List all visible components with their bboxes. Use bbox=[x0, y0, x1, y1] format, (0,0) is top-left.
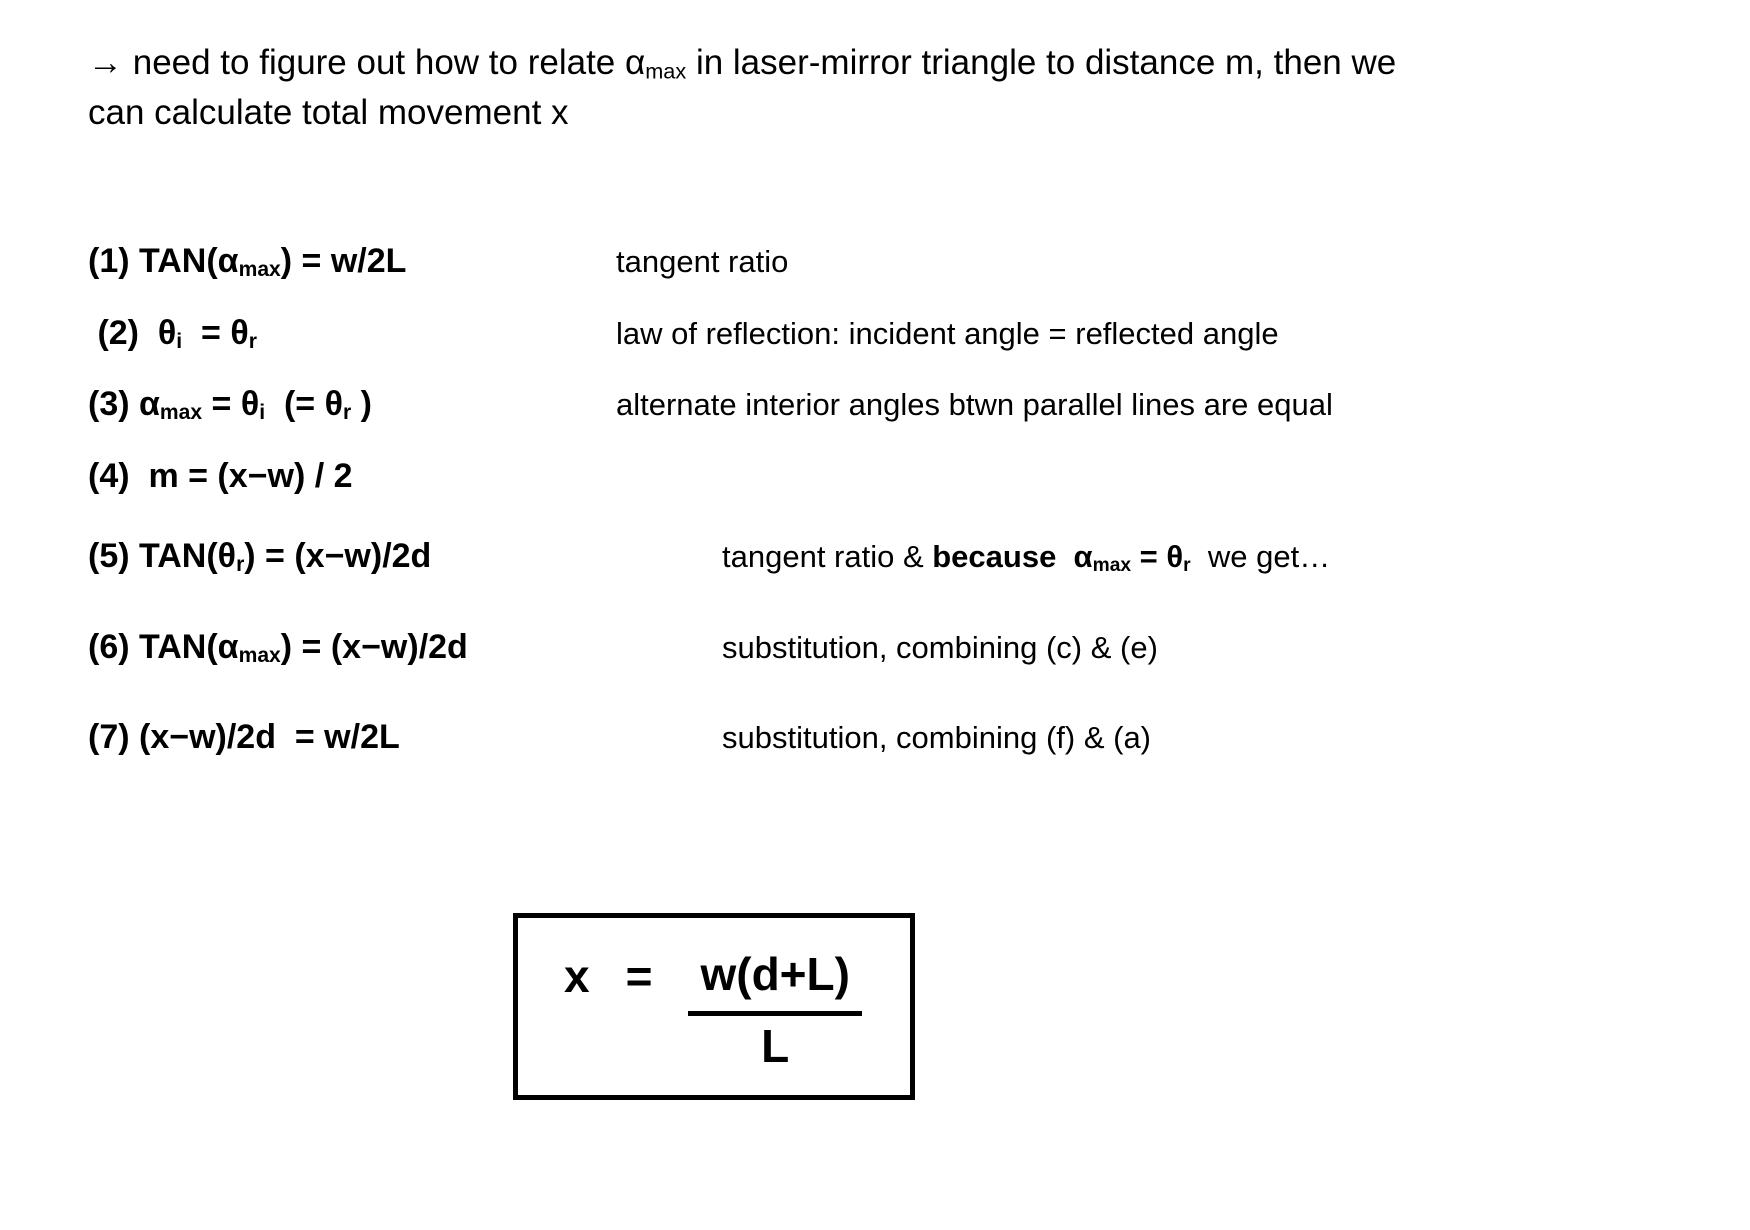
text-segment: (= θ bbox=[265, 385, 343, 424]
text-segment: (2) θ bbox=[88, 313, 177, 352]
result-box: x = w(d+L) L bbox=[513, 913, 915, 1101]
text-segment: max bbox=[238, 644, 281, 668]
text-segment: r bbox=[1183, 555, 1191, 577]
step-5-equation: (5) TAN(θr) = (x−w)/2d bbox=[88, 533, 722, 581]
step-7-note: substitution, combining (f) & (a) bbox=[722, 716, 1151, 759]
text-segment: substitution, combining (f) & (a) bbox=[722, 719, 1152, 755]
text-segment: (1) TAN(α bbox=[88, 242, 239, 281]
step-7-equation: (7) (x−w)/2d = w/2L bbox=[88, 714, 722, 762]
fraction-numerator: w(d+L) bbox=[688, 948, 862, 1017]
text-segment: i bbox=[259, 401, 266, 425]
result-lhs: x bbox=[564, 950, 590, 1003]
text-segment: max bbox=[645, 58, 687, 84]
text-segment: we get… bbox=[1190, 539, 1331, 575]
text-segment: (3) α bbox=[88, 385, 160, 424]
step-7: (7) (x−w)/2d = w/2L substitution, combin… bbox=[88, 714, 1750, 762]
text-segment: max bbox=[159, 401, 203, 425]
text-segment: ) = (x−w)/2d bbox=[244, 537, 432, 576]
text-segment: ) = w/2L bbox=[280, 242, 407, 281]
text-segment: = θ bbox=[202, 385, 260, 424]
step-2-note: law of reflection: incident angle = refl… bbox=[616, 312, 1279, 355]
text-segment: tangent ratio & bbox=[722, 539, 933, 575]
text-segment: ) = (x−w)/2d bbox=[280, 628, 468, 667]
text-segment: = θ bbox=[1131, 539, 1184, 575]
step-3-equation: (3) αmax = θi (= θr ) bbox=[88, 381, 616, 429]
derivation-steps: (1) TAN(αmax) = w/2L tangent ratio (2) θ… bbox=[88, 238, 1750, 761]
step-2: (2) θi = θr law of reflection: incident … bbox=[88, 310, 1750, 358]
result-equals: = bbox=[625, 950, 653, 1003]
text-segment: tangent ratio bbox=[616, 244, 789, 280]
step-6: (6) TAN(αmax) = (x−w)/2d substitution, c… bbox=[88, 624, 1750, 672]
step-1-equation: (1) TAN(αmax) = w/2L bbox=[88, 238, 616, 286]
step-4: (4) m = (x−w) / 2 bbox=[88, 453, 1750, 501]
text-segment: → need to figure out how to relate α bbox=[88, 43, 646, 82]
text-segment: (4) m = (x−w) / 2 bbox=[88, 456, 353, 495]
step-5-note: tangent ratio & because αmax = θr we get… bbox=[722, 535, 1330, 580]
text-segment: r bbox=[236, 553, 245, 577]
text-segment: in laser-mirror triangle to distance m, … bbox=[88, 43, 1406, 133]
step-1-note: tangent ratio bbox=[616, 240, 788, 283]
text-segment: because bbox=[932, 539, 1057, 575]
step-6-equation: (6) TAN(αmax) = (x−w)/2d bbox=[88, 624, 722, 672]
text-segment: i bbox=[176, 329, 183, 353]
text-segment: = θ bbox=[182, 313, 249, 352]
step-1: (1) TAN(αmax) = w/2L tangent ratio bbox=[88, 238, 1750, 286]
text-segment: ) bbox=[351, 385, 372, 424]
text-segment: r bbox=[343, 401, 352, 425]
fraction-denominator: L bbox=[761, 1020, 790, 1073]
step-4-equation: (4) m = (x−w) / 2 bbox=[88, 453, 616, 501]
text-segment: law of reflection: incident angle = refl… bbox=[616, 315, 1279, 351]
step-6-note: substitution, combining (c) & (e) bbox=[722, 626, 1158, 669]
derivation-slide: → need to figure out how to relate αmax … bbox=[0, 38, 1750, 1101]
step-3: (3) αmax = θi (= θr ) alternate interior… bbox=[88, 381, 1750, 429]
text-segment: (5) TAN(θ bbox=[88, 537, 237, 576]
step-3-note: alternate interior angles btwn parallel … bbox=[616, 383, 1333, 426]
text-segment: substitution, combining (c) & (e) bbox=[722, 630, 1158, 666]
text-segment: α bbox=[1056, 539, 1093, 575]
text-segment: max bbox=[238, 258, 281, 282]
step-2-equation: (2) θi = θr bbox=[88, 310, 616, 358]
text-segment: alternate interior angles btwn parallel … bbox=[616, 387, 1333, 423]
text-segment: max bbox=[1092, 555, 1132, 577]
header-note: → need to figure out how to relate αmax … bbox=[88, 38, 1448, 138]
result-fraction: w(d+L) L bbox=[688, 948, 862, 1073]
text-segment: (6) TAN(α bbox=[88, 628, 239, 667]
text-segment: (7) (x−w)/2d = w/2L bbox=[88, 717, 400, 756]
step-5: (5) TAN(θr) = (x−w)/2d tangent ratio & b… bbox=[88, 533, 1750, 581]
text-segment: r bbox=[248, 329, 257, 353]
